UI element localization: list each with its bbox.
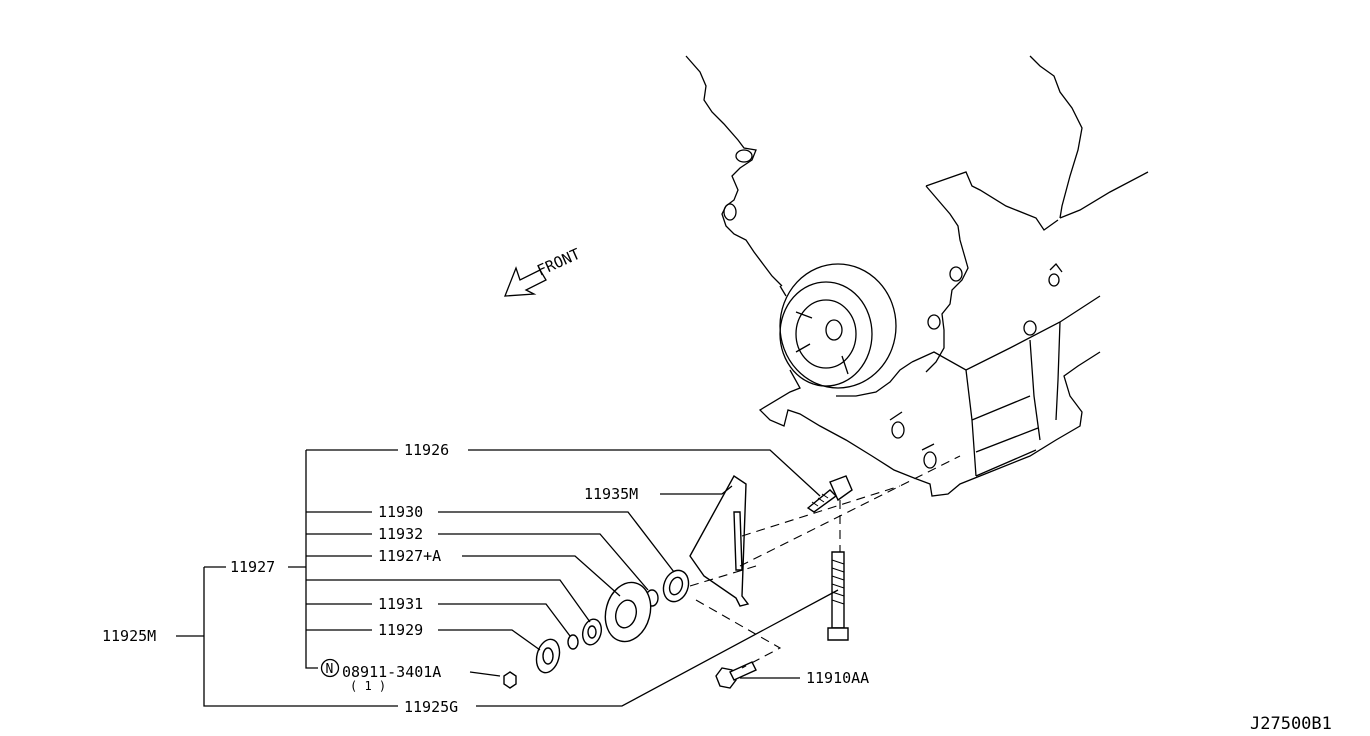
leader-lines — [176, 449, 839, 707]
n-marker-letter: N — [326, 662, 334, 677]
washer-11931-part — [581, 618, 603, 646]
label-11927a: 11927+A — [378, 547, 441, 565]
bolt-11910aa-part — [715, 661, 757, 689]
label-11927: 11927 — [230, 558, 275, 576]
label-11935m: 11935M — [584, 485, 638, 503]
front-label: FRONT — [534, 245, 583, 280]
engine-block-drawing — [685, 55, 1149, 497]
bolt-11926-part — [806, 475, 853, 513]
pulley-11927a-part — [604, 581, 652, 643]
nut-08911-part — [503, 671, 517, 689]
label-11926: 11926 — [404, 441, 449, 459]
label-08911-3401a: 08911-3401A — [342, 663, 441, 681]
label-11932: 11932 — [378, 525, 423, 543]
label-08911-quantity: ( 1 ) — [350, 679, 386, 693]
label-11931: 11931 — [378, 595, 423, 613]
n-marker-icon: N — [320, 658, 340, 678]
tensioner-parts — [503, 474, 853, 689]
drawing-code: J27500B1 — [1250, 714, 1332, 734]
label-11925g: 11925G — [404, 698, 458, 716]
label-11930: 11930 — [378, 503, 423, 521]
cover-11929-part — [535, 638, 561, 674]
washer-11930-part — [662, 569, 690, 603]
label-11929: 11929 — [378, 621, 423, 639]
front-direction-arrow: FRONT — [504, 245, 583, 297]
spacer-small-part — [567, 634, 579, 650]
label-11925m: 11925M — [102, 627, 156, 645]
assembly-dashed-lines — [689, 455, 961, 669]
part-labels: 11926 11930 11932 11927+A 11927 11931 11… — [102, 441, 1332, 734]
label-11910aa: 11910AA — [806, 669, 869, 687]
bracket-11935m-part — [689, 474, 750, 607]
adjusting-bolt-part — [827, 551, 849, 641]
